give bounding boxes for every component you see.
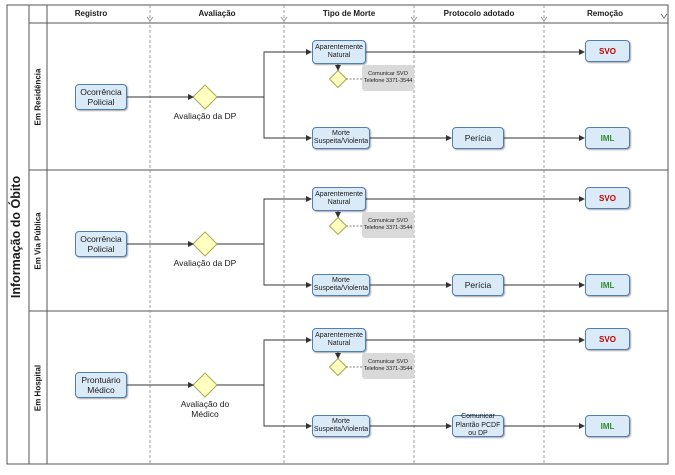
iml-end[interactable]: IML [585,274,630,296]
gateway-label: Avaliação da DP [173,111,237,121]
notify-gateway[interactable] [328,69,348,89]
protocolo-task[interactable]: Comunicar Plantão PCDF ou DP [452,413,504,437]
gateway-label: Avaliação da DP [173,258,237,268]
svo-end[interactable]: SVO [585,187,630,209]
lane-title: Em Via Pública [33,211,43,270]
natural-task[interactable]: Aparentemente Natural [312,40,366,64]
registro-task[interactable]: Prontuário Médico [75,372,127,398]
column-header-protocolo: Protocolo adotado [443,9,515,18]
column-header-tipo-de-morte: Tipo de Morte [322,9,376,18]
protocolo-task[interactable]: Perícia [452,274,504,296]
svo-phone-note: Comunicar SVO Telefone 3371-3544 [362,65,414,91]
natural-task[interactable]: Aparentemente Natural [312,328,366,352]
lane-title: Em Hospital [33,364,43,412]
svo-end[interactable]: SVO [585,40,630,62]
svo-phone-note: Comunicar SVO Telefone 3371-3544 [362,353,414,379]
suspeita-task[interactable]: Morte Suspeita/Violenta [312,274,370,296]
registro-task[interactable]: Ocorrência Policial [75,84,127,110]
registro-task[interactable]: Ocorrência Policial [75,231,127,257]
column-header-avaliacao: Avaliação [198,9,236,18]
iml-end[interactable]: IML [585,415,630,437]
suspeita-task[interactable]: Morte Suspeita/Violenta [312,415,370,437]
svo-end[interactable]: SVO [585,328,630,350]
notify-gateway[interactable] [328,357,348,377]
gateway-label: Avaliação do Médico [180,399,230,419]
protocolo-task[interactable]: Perícia [452,127,504,149]
iml-end[interactable]: IML [585,127,630,149]
svo-phone-note: Comunicar SVO Telefone 3371-3544 [362,212,414,238]
pool-title: Informação do Óbito [9,175,23,299]
exclusive-gateway[interactable] [192,372,218,398]
exclusive-gateway[interactable] [192,231,218,257]
suspeita-task[interactable]: Morte Suspeita/Violenta [312,127,370,149]
exclusive-gateway[interactable] [192,84,218,110]
natural-task[interactable]: Aparentemente Natural [312,187,366,211]
column-header-remocao: Remoção [586,9,624,18]
column-header-registro: Registro [74,9,108,18]
notify-gateway[interactable] [328,216,348,236]
lane-title: Em Residência [33,68,43,125]
